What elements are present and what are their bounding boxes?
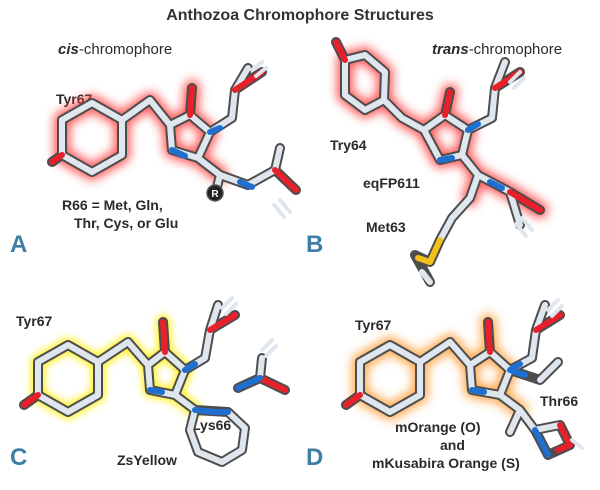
panel-b: trans-chromophore Try64 eqFP611 Met63 B bbox=[306, 37, 562, 287]
panel-d-morange-label: mOrange (O) bbox=[395, 419, 481, 435]
panel-b-subtitle-italic: trans bbox=[432, 41, 469, 58]
panel-b-eqfp611-label: eqFP611 bbox=[363, 175, 420, 191]
panel-c-tyr67-label: Tyr67 bbox=[16, 313, 53, 329]
r-group-atom-label: R bbox=[211, 189, 219, 200]
panel-b-chromophore-bonds bbox=[333, 39, 543, 285]
panel-b-met63-label: Met63 bbox=[366, 219, 406, 235]
figure-title: Anthozoa Chromophore Structures bbox=[166, 7, 434, 24]
panel-d-thr66-label: Thr66 bbox=[540, 393, 578, 409]
panel-d: Tyr67 Thr66 mOrange (O) and mKusabira Or… bbox=[306, 298, 584, 471]
panel-c-zsyellow-label: ZsYellow bbox=[117, 452, 177, 468]
panel-b-try64-label: Try64 bbox=[330, 137, 367, 153]
panel-c: Tyr67 Lys66 ZsYellow C bbox=[10, 296, 290, 471]
panel-a-label: A bbox=[10, 231, 27, 258]
panel-a-subtitle: cis-chromophore bbox=[58, 41, 172, 58]
panel-a-chromophore-bonds: R bbox=[49, 60, 299, 219]
panel-b-subtitle-rest: -chromophore bbox=[469, 41, 562, 58]
panel-c-lys66-label: Lys66 bbox=[192, 417, 231, 433]
panel-a-subtitle-italic: cis bbox=[58, 41, 79, 58]
panel-d-tyr67-label: Tyr67 bbox=[355, 317, 392, 333]
panel-a-note-line-2: Thr, Cys, or Glu bbox=[74, 215, 178, 231]
panel-d-chromophore-bonds bbox=[343, 298, 584, 458]
panel-b-subtitle: trans-chromophore bbox=[432, 41, 562, 58]
panel-d-and-label: and bbox=[440, 437, 465, 453]
panel-c-chromophore-bonds bbox=[21, 296, 288, 465]
panel-a-note-line-1: R66 = Met, Gln, bbox=[62, 197, 163, 213]
panel-b-label: B bbox=[306, 231, 323, 258]
r-group-atom bbox=[206, 184, 224, 202]
panel-d-label: D bbox=[306, 444, 323, 471]
panel-a: cis-chromophore Tyr67 R66 = Met, Gln, Th… bbox=[10, 41, 301, 258]
panel-c-label: C bbox=[10, 444, 27, 471]
panel-d-mkusabira-label: mKusabira Orange (S) bbox=[372, 455, 520, 471]
panel-a-subtitle-rest: -chromophore bbox=[79, 41, 172, 58]
